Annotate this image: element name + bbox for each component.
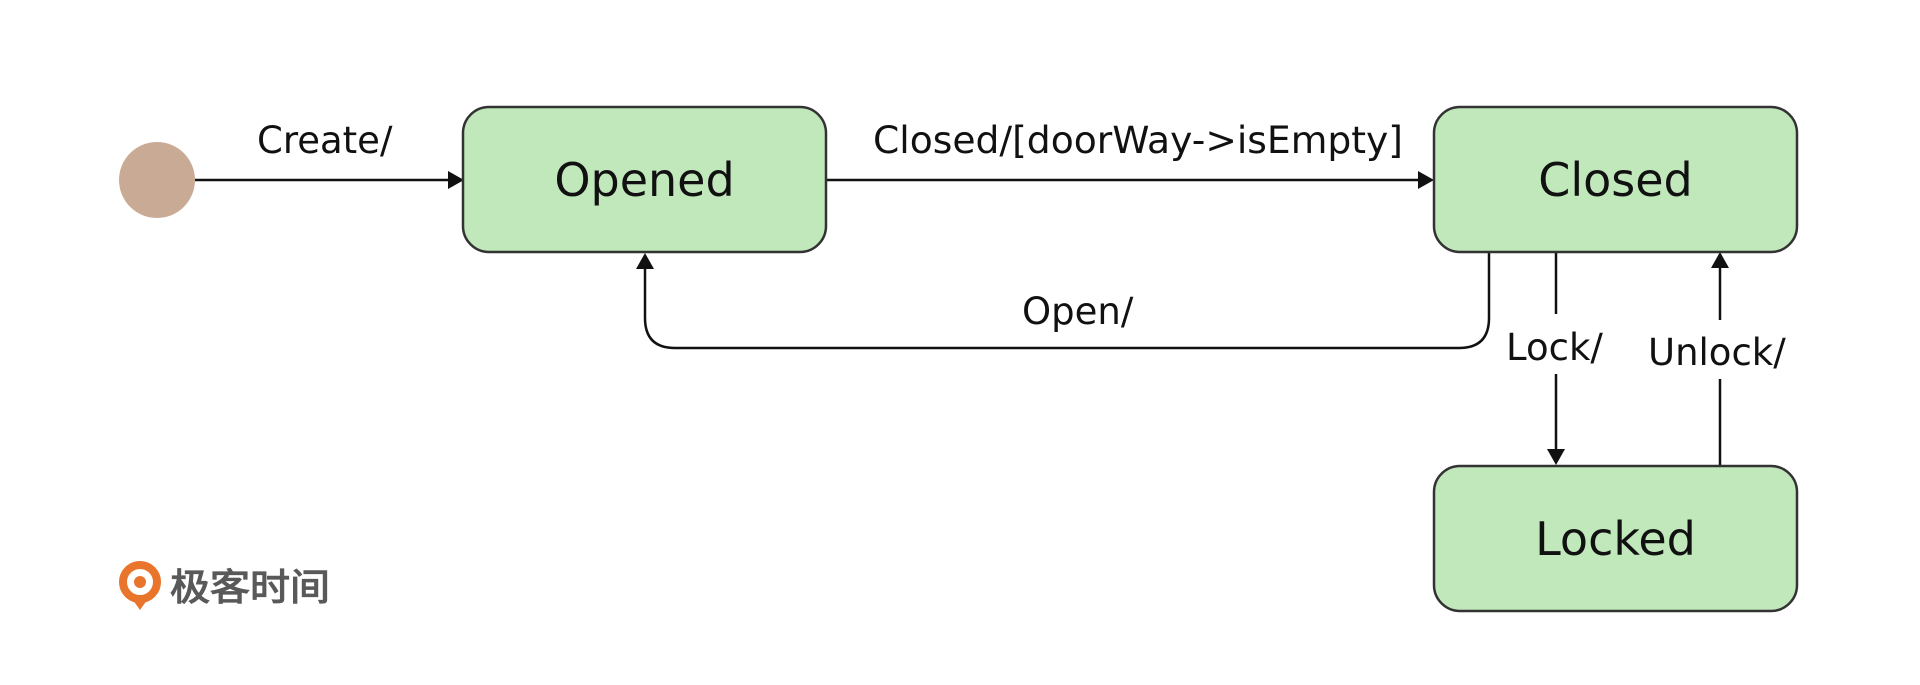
initial-state-icon bbox=[119, 142, 195, 218]
state-closed: Closed bbox=[1432, 105, 1799, 254]
create-transition-arrowhead bbox=[448, 171, 464, 189]
lock-transition-arrowhead bbox=[1547, 449, 1565, 465]
geektime-logo-icon bbox=[119, 561, 161, 610]
open-transition-edge bbox=[643, 252, 1491, 350]
close-transition-label: Closed/[doorWay->isEmpty] bbox=[873, 119, 1403, 162]
create-transition-label: Create/ bbox=[257, 119, 393, 162]
lock-transition-label: Lock/ bbox=[1506, 326, 1603, 369]
open-transition-label: Open/ bbox=[1022, 290, 1134, 333]
brand-watermark: 极客时间 bbox=[119, 561, 330, 610]
state-closed-box bbox=[1432, 105, 1799, 254]
state-locked: Locked bbox=[1432, 464, 1799, 613]
state-opened-box bbox=[461, 105, 828, 254]
state-opened-label: Opened bbox=[554, 153, 734, 207]
state-closed-label: Closed bbox=[1538, 153, 1693, 207]
state-opened: Opened bbox=[461, 105, 828, 254]
close-transition-arrowhead bbox=[1418, 171, 1434, 189]
brand-name: 极客时间 bbox=[170, 566, 330, 609]
open-transition-arrowhead bbox=[636, 253, 654, 269]
unlock-transition-arrowhead bbox=[1711, 252, 1729, 268]
state-locked-box bbox=[1432, 464, 1799, 613]
state-locked-label: Locked bbox=[1535, 512, 1696, 566]
unlock-transition-label: Unlock/ bbox=[1648, 331, 1786, 374]
